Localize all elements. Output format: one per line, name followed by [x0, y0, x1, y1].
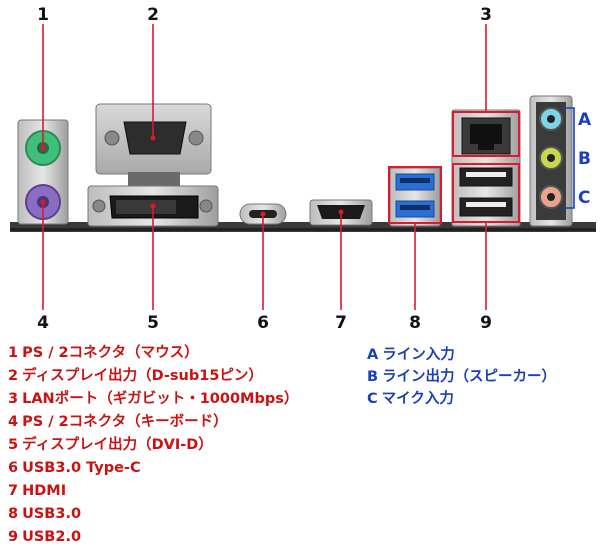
legend-key: 9: [8, 529, 19, 545]
audio-stack: [529, 95, 573, 227]
callout-8: 8: [409, 313, 421, 333]
legend-key: 3: [8, 391, 19, 407]
audio-key-b: B: [578, 149, 591, 169]
usb3-stack: [389, 167, 441, 227]
callout-3: 3: [480, 5, 492, 25]
audio-key-c: C: [578, 188, 590, 208]
legend-key: 1: [8, 345, 19, 361]
legend-key: A: [367, 347, 379, 363]
legend-text: USB3.0 Type-C: [22, 460, 141, 476]
legend-text: HDMI: [22, 483, 67, 499]
legend-text: USB3.0: [22, 506, 82, 522]
legend-text: ディスプレイ出力（D-sub15ピン）: [22, 368, 263, 384]
callout-6: 6: [257, 313, 269, 333]
legend-key: 4: [8, 414, 19, 430]
legend-text: PS / 2コネクタ（キーボード）: [22, 414, 228, 430]
legend-text: ディスプレイ出力（DVI-D）: [22, 437, 213, 453]
legend-text: ライン入力: [382, 347, 455, 363]
legend-text: USB2.0: [22, 529, 82, 545]
board-shadow: [10, 228, 596, 231]
callout-4: 4: [37, 313, 49, 333]
legend-key: C: [367, 391, 378, 407]
callout-1: 1: [37, 5, 49, 25]
callout-5: 5: [147, 313, 159, 333]
audio-key-a: A: [578, 110, 592, 130]
legend-text: ライン出力（スピーカー）: [382, 369, 557, 385]
legend-text: LANポート（ギガビット・1000Mbps）: [22, 391, 299, 407]
callout-9: 9: [480, 313, 492, 333]
audio-bracket: [562, 107, 575, 209]
callout-2: 2: [147, 5, 159, 25]
lan-usb2-stack: [451, 109, 521, 227]
board-edge: [10, 222, 596, 232]
legend-key: 2: [8, 368, 19, 384]
callout-7: 7: [335, 313, 347, 333]
legend-key: 8: [8, 506, 19, 522]
legend-key: 6: [8, 460, 19, 476]
legend-key: 5: [8, 437, 19, 453]
legend-text: マイク入力: [381, 391, 454, 407]
legend-text: PS / 2コネクタ（マウス）: [22, 345, 199, 361]
legend-key: 7: [8, 483, 19, 499]
legend-key: B: [367, 369, 379, 385]
